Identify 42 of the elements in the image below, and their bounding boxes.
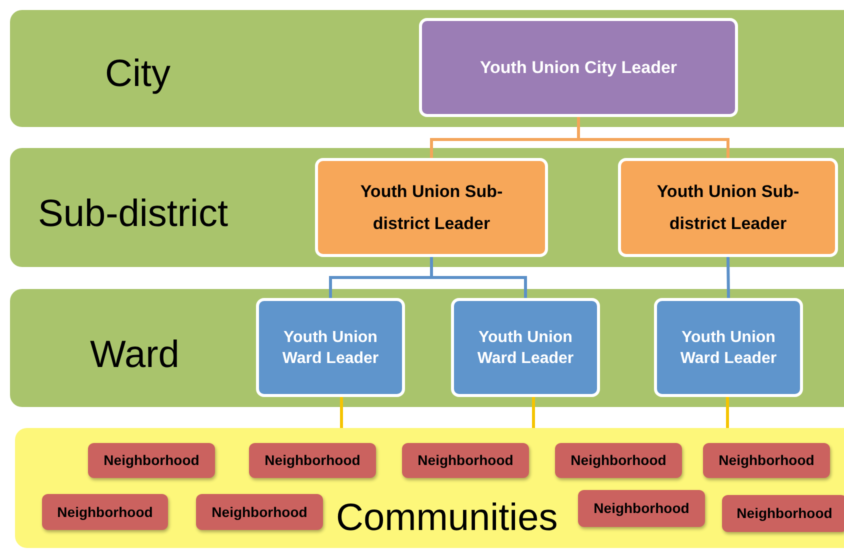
leader-box [315,158,548,257]
neighborhood-box [42,494,168,530]
connector-line [726,256,730,298]
role-label: Neighborhood [718,451,814,470]
role-label: Youth Union Sub-district Leader [656,180,800,234]
role-label: Neighborhood [264,451,360,470]
role-label: Youth Union Ward Leader [476,328,575,368]
leader-box [654,298,803,397]
role-label: Youth Union Ward Leader [281,328,380,368]
role-label: Neighborhood [594,499,690,518]
level-label: Sub-district [38,192,228,237]
role-label: Neighborhood [212,502,308,522]
leader-box [618,158,838,257]
level-band [10,289,844,407]
connector-line [532,397,535,428]
neighborhood-box [578,490,705,527]
level-label: City [105,52,170,97]
neighborhood-box [402,443,529,478]
role-label: Youth Union Sub-district Leader [359,180,504,234]
level-label: Ward [90,333,180,378]
role-label: Youth Union City Leader [480,56,678,79]
neighborhood-box [703,443,830,478]
role-label: Neighborhood [57,502,153,522]
neighborhood-box [196,494,323,530]
neighborhood-box [249,443,376,478]
leader-box [451,298,600,397]
level-label: Communities [336,496,558,541]
connector-line [340,397,343,428]
role-label: Neighborhood [736,504,832,523]
role-label: Youth Union Ward Leader [679,328,778,368]
role-label: Neighborhood [418,451,514,470]
neighborhood-box [88,443,215,478]
role-label: Neighborhood [570,451,666,470]
leader-box [419,18,738,117]
level-band [10,148,844,267]
neighborhood-box [722,495,844,532]
connector-line [726,397,729,428]
role-label: Neighborhood [104,451,200,470]
leader-box [256,298,405,397]
level-band [10,10,844,127]
community-band [15,428,844,548]
neighborhood-box [555,443,682,478]
